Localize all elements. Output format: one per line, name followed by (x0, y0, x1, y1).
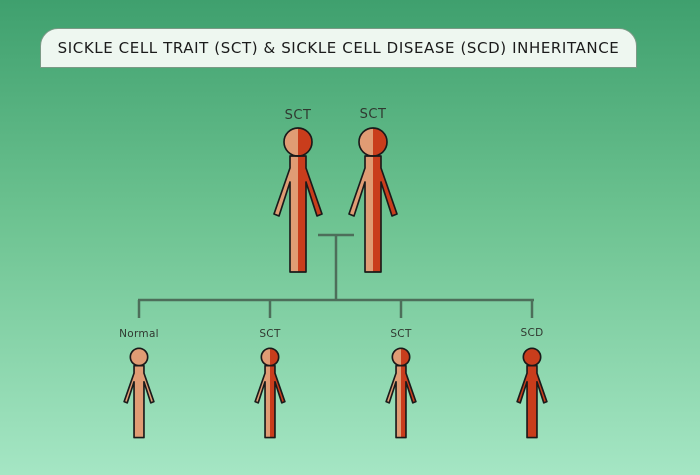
child-1-figure (123, 347, 155, 439)
child-3-figure (385, 347, 417, 439)
child-2-figure-trait-half (270, 348, 285, 438)
child-1-figure-head (130, 348, 148, 366)
child-4-figure-head (523, 348, 541, 366)
child-1-figure-body (124, 365, 154, 438)
title-banner: SICKLE CELL TRAIT (SCT) & SICKLE CELL DI… (40, 28, 637, 68)
child-1-label: Normal (119, 328, 159, 340)
child-2-figure (254, 347, 286, 439)
parent-1-figure-trait-half (298, 128, 322, 272)
child-4-label: SCD (520, 327, 544, 339)
parent-1-figure (273, 127, 323, 273)
family-connectors (137, 233, 534, 318)
parent-1-label: SCT (284, 108, 312, 123)
parent-2-label: SCT (359, 107, 387, 122)
child-3-figure-trait-half (401, 348, 416, 438)
child-3-label: SCT (390, 328, 412, 340)
parent-2-figure (348, 127, 398, 273)
child-4-figure (516, 347, 548, 439)
diagram-title: SICKLE CELL TRAIT (SCT) & SICKLE CELL DI… (57, 39, 620, 57)
child-2-label: SCT (259, 328, 281, 340)
child-4-figure-body (517, 365, 547, 438)
child-3-figure-body (386, 365, 416, 438)
parent-2-figure-trait-half (373, 128, 397, 272)
